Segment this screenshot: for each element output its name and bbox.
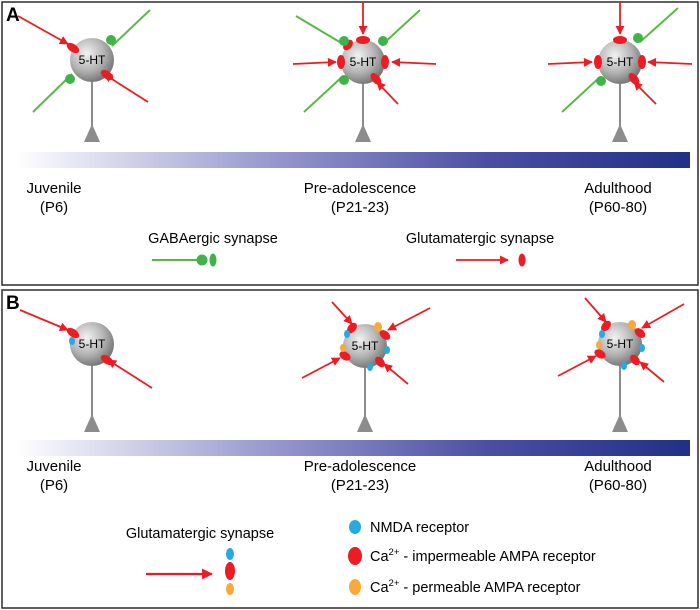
axon-terminal-icon: [612, 414, 628, 432]
nmda-receptor-icon: [349, 520, 361, 534]
legend-ampa-impermeable: Ca2+ - impermeable AMPA receptor: [348, 547, 596, 565]
axon-terminal-icon: [357, 414, 373, 432]
age-adulthood: (P60-80): [589, 477, 647, 494]
soma: [341, 40, 385, 84]
stage-adulthood: Adulthood: [584, 458, 652, 475]
legend-nmda-label: NMDA receptor: [370, 520, 469, 536]
stage-preadolescence: Pre-adolescence: [304, 458, 417, 475]
legend-gaba-label: GABAergic synapse: [148, 231, 278, 247]
stage-juvenile: Juvenile: [26, 180, 81, 197]
soma-label: 5-HT: [607, 55, 634, 69]
axon-terminal-icon: [612, 124, 628, 142]
panel-a-letter: A: [6, 5, 20, 26]
age-adulthood: (P60-80): [589, 199, 647, 216]
soma-label: 5-HT: [79, 53, 106, 67]
glut-synapse-icon: [456, 253, 526, 267]
axon-terminal-icon: [84, 414, 100, 432]
legend-ampa-permeable-label: Ca2+ - permeable AMPA receptor: [370, 578, 581, 596]
soma-label: 5-HT: [607, 337, 634, 351]
gaba-synapse-icon: [152, 253, 217, 267]
soma-label: 5-HT: [352, 339, 379, 353]
soma: [598, 40, 642, 84]
glut-synapse-receptors-icon: [146, 548, 235, 595]
neuron-preadolescence-a: 5-HT: [292, 2, 437, 142]
age-juvenile: (P6): [40, 477, 68, 494]
ampa-impermeable-icon: [348, 547, 362, 565]
timeline-bar-a: [16, 152, 690, 168]
axon-terminal-icon: [355, 124, 371, 142]
neuron-adulthood-a: 5-HT: [547, 2, 693, 142]
panel-b-letter: B: [6, 293, 20, 314]
age-juvenile: (P6): [40, 199, 68, 216]
axon-terminal-icon: [84, 124, 100, 142]
legend-glut-label-b: Glutamatergic synapse: [126, 526, 274, 542]
age-preadolescence: (P21-23): [331, 477, 389, 494]
stage-juvenile: Juvenile: [26, 458, 81, 475]
panel-a: A 5-HT: [1, 1, 699, 286]
panel-b-frame: [1, 289, 699, 609]
age-preadolescence: (P21-23): [331, 199, 389, 216]
legend-nmda: NMDA receptor: [349, 520, 469, 536]
neuron-juvenile-a: 5-HT: [17, 9, 151, 142]
panel-b: B 5-HT: [1, 289, 699, 609]
neuron-adulthood-b: 5-HT: [557, 297, 685, 432]
soma-label: 5-HT: [79, 337, 106, 351]
neuron-juvenile-b: 5-HT: [19, 309, 153, 432]
neuron-preadolescence-b: 5-HT: [301, 301, 431, 432]
ampa-permeable-icon: [349, 579, 361, 595]
stage-adulthood: Adulthood: [584, 180, 652, 197]
timeline-bar-b: [16, 440, 690, 456]
soma-label: 5-HT: [350, 55, 377, 69]
stage-preadolescence: Pre-adolescence: [304, 180, 417, 197]
panel-a-frame: [1, 1, 699, 286]
soma: [343, 324, 387, 368]
legend-glut-label-a: Glutamatergic synapse: [406, 231, 554, 247]
soma: [598, 322, 642, 366]
legend-ampa-impermeable-label: Ca2+ - impermeable AMPA receptor: [370, 547, 596, 565]
legend-ampa-permeable: Ca2+ - permeable AMPA receptor: [349, 578, 581, 596]
